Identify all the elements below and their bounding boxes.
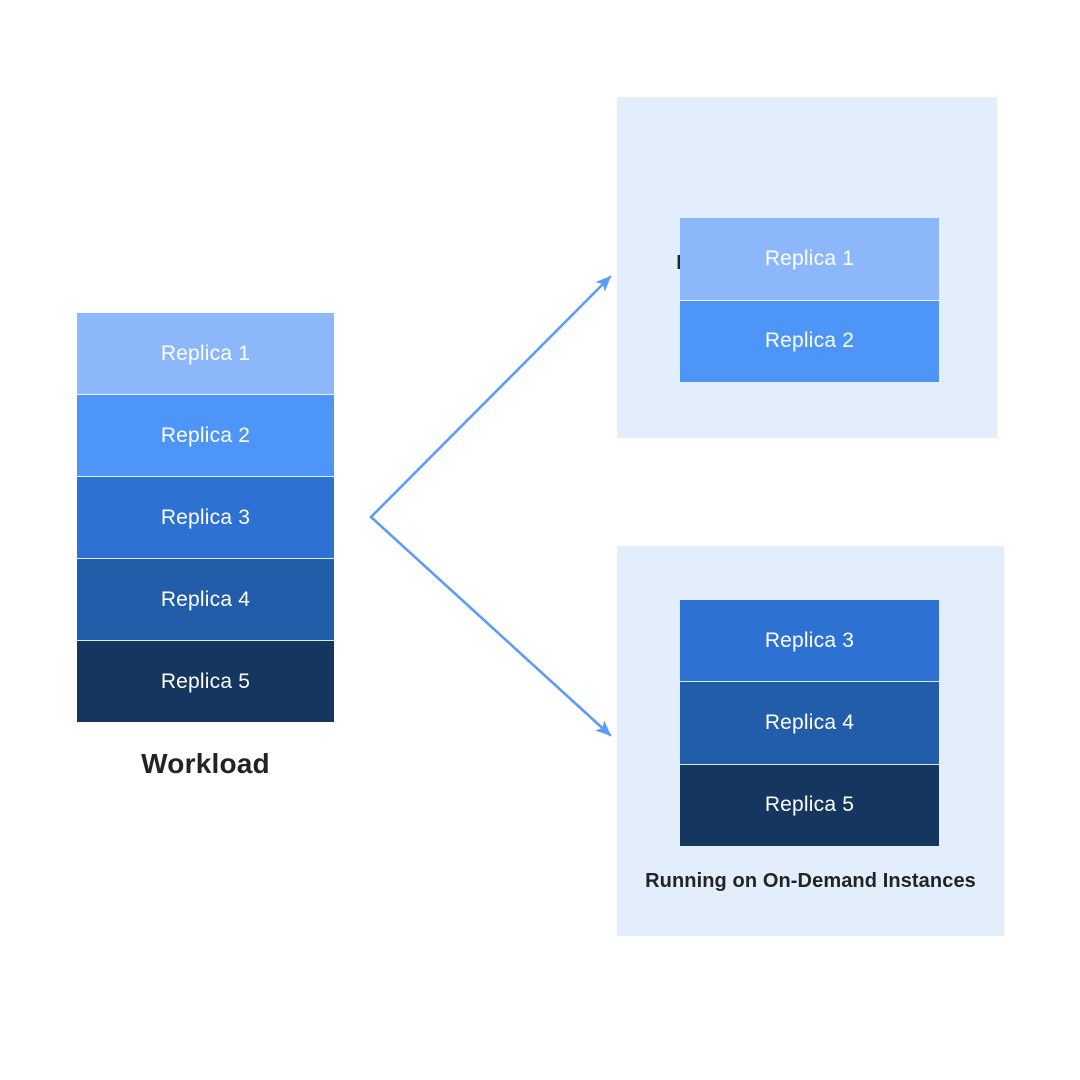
- on-demand-replica-3[interactable]: Replica 3: [680, 600, 939, 683]
- replica-label: Replica 1: [764, 246, 855, 270]
- panel-on-demand-title: Running on On-Demand Instances: [645, 870, 976, 892]
- replica-label: Replica 1: [160, 341, 251, 365]
- replica-label: Replica 2: [160, 423, 251, 447]
- spot-replica-1[interactable]: Replica 1: [680, 218, 939, 301]
- connector-workload-to-spot: [369, 275, 612, 519]
- spot-replica-stack: Replica 1 Replica 2: [680, 218, 939, 382]
- workload-replica-3[interactable]: Replica 3: [77, 477, 334, 559]
- panel-spot-instances: Running on Spot Instances Replica 1 Repl…: [617, 97, 997, 438]
- on-demand-replica-stack: Replica 3 Replica 4 Replica 5: [680, 600, 939, 846]
- workload-title: Workload: [141, 748, 270, 779]
- replica-label: Replica 5: [764, 793, 855, 817]
- workload-replica-4[interactable]: Replica 4: [77, 559, 334, 641]
- connector-workload-to-on-demand: [369, 515, 612, 737]
- replica-label: Replica 4: [160, 587, 251, 611]
- panel-on-demand-instances: Replica 3 Replica 4 Replica 5 Running on…: [617, 546, 1004, 936]
- replica-label: Replica 3: [764, 628, 855, 652]
- workload-stack: Replica 1 Replica 2 Replica 3 Replica 4 …: [77, 313, 334, 722]
- spot-replica-2[interactable]: Replica 2: [680, 300, 939, 382]
- replica-label: Replica 3: [160, 505, 251, 529]
- replica-label: Replica 2: [764, 329, 855, 353]
- workload-replica-1[interactable]: Replica 1: [77, 313, 334, 395]
- replica-label: Replica 4: [764, 710, 855, 734]
- on-demand-replica-5[interactable]: Replica 5: [680, 764, 939, 846]
- workload-replica-5[interactable]: Replica 5: [77, 641, 334, 722]
- replica-label: Replica 5: [160, 669, 251, 693]
- workload-replica-2[interactable]: Replica 2: [77, 395, 334, 477]
- on-demand-replica-4[interactable]: Replica 4: [680, 682, 939, 765]
